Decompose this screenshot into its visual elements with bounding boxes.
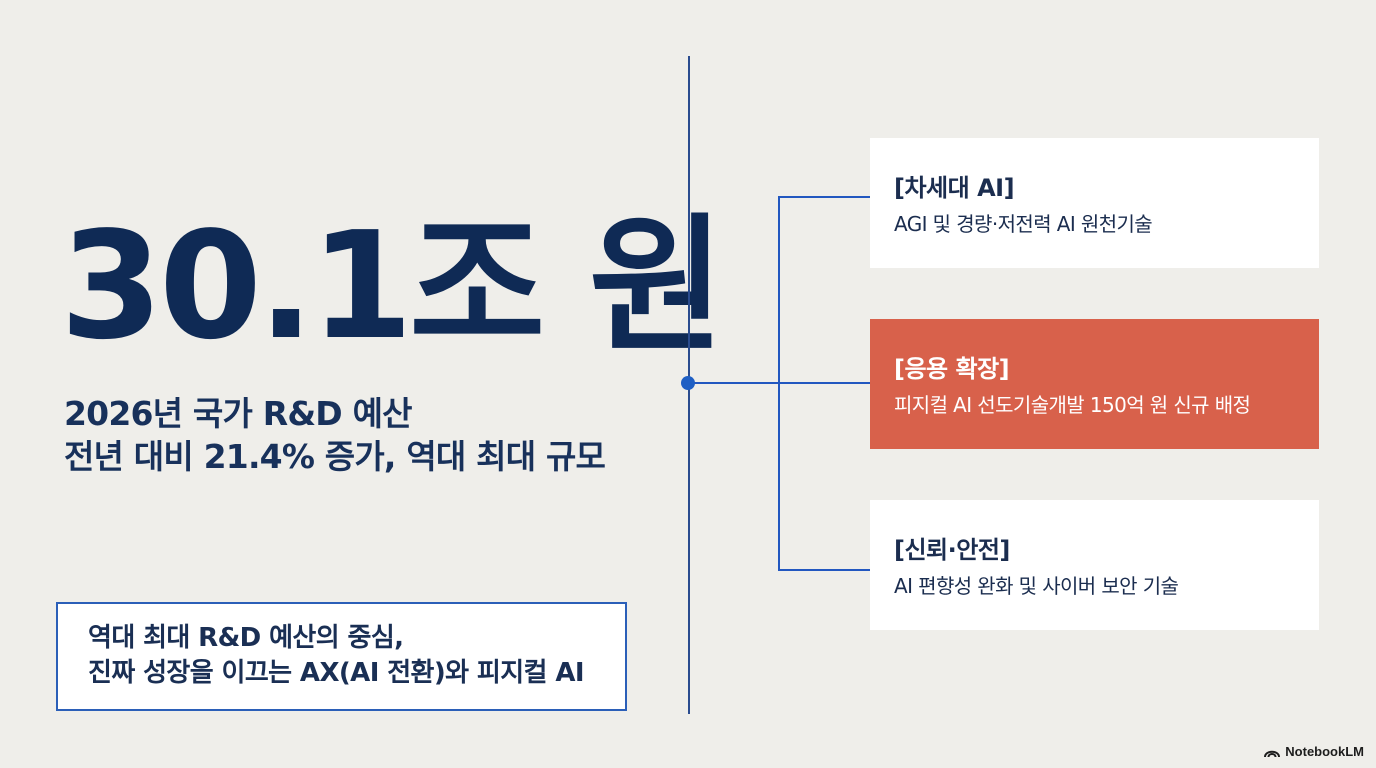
card-application-expansion: [응용 확장] 피지컬 AI 선도기술개발 150억 원 신규 배정 <box>870 319 1319 449</box>
subtitle-line-2: 전년 대비 21.4% 증가, 역대 최대 규모 <box>64 436 606 476</box>
card-title: [신뢰·안전] <box>894 536 1010 564</box>
budget-headline: 30.1조 원 <box>60 200 725 372</box>
callout-line-1: 역대 최대 R&D 예산의 중심, <box>88 623 404 653</box>
card-description: AI 편향성 완화 및 사이버 보안 기술 <box>894 573 1179 598</box>
brand-label: NotebookLM <box>1285 744 1364 759</box>
connector-node <box>681 376 695 390</box>
connector-to-card-3 <box>778 569 870 571</box>
subtitle-line-1: 2026년 국가 R&D 예산 <box>64 394 413 433</box>
notebooklm-branding: NotebookLM <box>1264 744 1364 759</box>
callout-line-2: 진짜 성장을 이끄는 AX(AI 전환)와 피지컬 AI <box>88 658 585 689</box>
callout-box: 역대 최대 R&D 예산의 중심, 진짜 성장을 이끄는 AX(AI 전환)와 … <box>56 602 627 711</box>
connector-to-card-1 <box>778 196 870 198</box>
card-title: [차세대 AI] <box>894 174 1015 202</box>
card-next-gen-ai: [차세대 AI] AGI 및 경량·저전력 AI 원천기술 <box>870 138 1319 268</box>
card-title: [응용 확장] <box>894 355 1010 383</box>
main-connector <box>693 382 870 384</box>
notebooklm-logo-icon <box>1264 746 1281 758</box>
card-description: 피지컬 AI 선도기술개발 150억 원 신규 배정 <box>894 392 1251 417</box>
branch-connector <box>778 196 780 571</box>
card-description: AGI 및 경량·저전력 AI 원천기술 <box>894 211 1153 236</box>
budget-subtitle: 2026년 국가 R&D 예산 전년 대비 21.4% 증가, 역대 최대 규모 <box>64 393 606 479</box>
card-trust-safety: [신뢰·안전] AI 편향성 완화 및 사이버 보안 기술 <box>870 500 1319 630</box>
